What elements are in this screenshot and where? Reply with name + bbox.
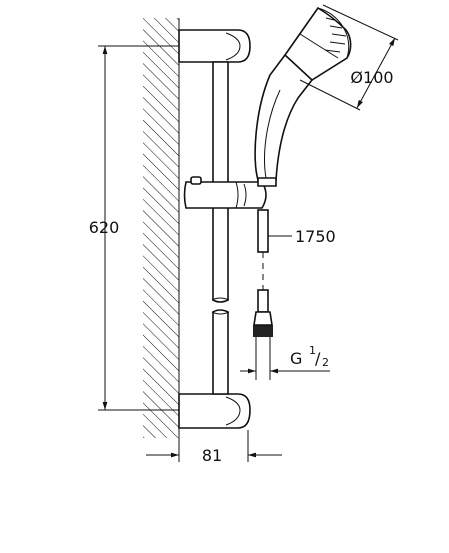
wall-hatching — [143, 18, 179, 438]
top-wall-bracket — [178, 29, 251, 63]
wall — [143, 18, 180, 438]
thread-fraction-slash: / — [315, 349, 321, 368]
hose-length-dimension: 1750 — [268, 227, 336, 246]
thread-dimension: G 1 / 2 — [240, 344, 330, 380]
hand-shower — [254, 6, 352, 187]
projection-dimension: 81 — [146, 430, 282, 465]
handle-connector — [257, 177, 277, 187]
shower-hose — [253, 209, 273, 346]
spray-face — [317, 7, 350, 59]
diameter-dimension: Ø100 — [299, 4, 399, 111]
diameter-dimension-label: Ø100 — [350, 68, 393, 87]
thread-fraction-denominator: 2 — [322, 356, 329, 369]
spray-nozzles — [324, 17, 347, 53]
height-dimension-label: 620 — [89, 218, 120, 237]
shower-rail — [211, 61, 230, 395]
bottom-wall-bracket — [178, 393, 251, 429]
slider-holder — [183, 176, 267, 209]
hand-shower-head — [283, 6, 352, 82]
hose-nut — [253, 325, 273, 337]
thread-fraction-numerator: 1 — [309, 344, 316, 357]
hand-shower-handle — [254, 53, 314, 181]
hose-length-label: 1750 — [295, 227, 336, 246]
thread-label: G — [290, 349, 302, 368]
height-dimension: 620 — [89, 45, 179, 411]
projection-label: 81 — [202, 446, 222, 465]
